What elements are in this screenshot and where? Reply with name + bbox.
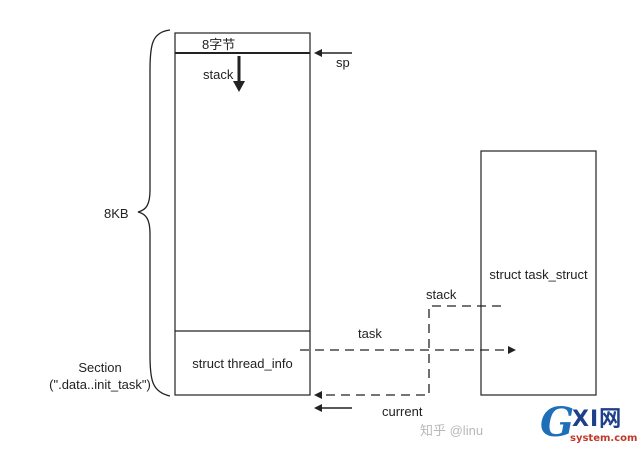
sp-label: sp	[336, 55, 350, 70]
current-arrowhead	[314, 404, 322, 412]
logo-main-text: XI网	[572, 407, 623, 432]
thread-info-label: struct thread_info	[192, 356, 293, 371]
watermark: 知乎 @linu	[420, 423, 484, 438]
stack-pointer-label: stack	[426, 287, 457, 302]
task-struct-label: struct task_struct	[489, 267, 588, 282]
task-pointer-label: task	[358, 326, 382, 341]
section-label-line1: Section	[78, 360, 122, 375]
stack-growth-label: stack	[203, 67, 234, 82]
size-brace	[137, 29, 171, 397]
section-label-line2: (".data..init_task")	[49, 377, 151, 392]
stack-pointer-line	[322, 305, 501, 396]
sp-arrowhead	[314, 49, 322, 57]
top-slot-label: 8字节	[202, 37, 236, 52]
stack-growth-arrowhead	[233, 81, 245, 92]
current-label: current	[382, 404, 423, 419]
size-label: 8KB	[104, 206, 129, 221]
logo-g-letter: G	[540, 399, 575, 446]
stack-pointer-arrowhead	[314, 391, 322, 399]
logo-sub-text: system.com	[570, 433, 638, 444]
task-pointer-arrowhead	[508, 346, 516, 354]
stack-region-box	[174, 32, 311, 396]
task-struct-box	[480, 150, 597, 396]
